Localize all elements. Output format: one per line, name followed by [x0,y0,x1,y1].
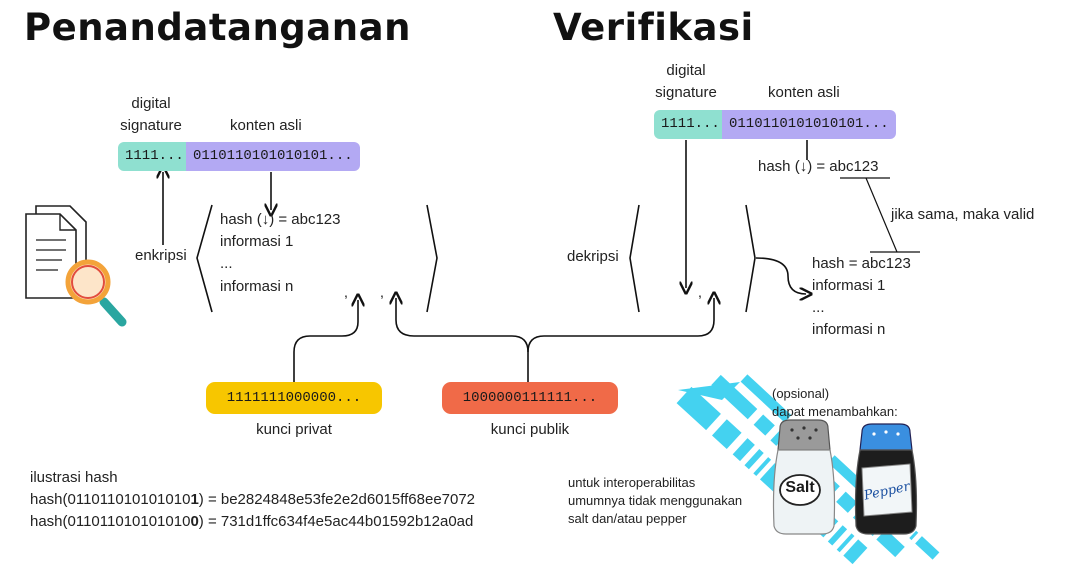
can-add-label: dapat menambahkan: [772,404,898,419]
interop-note-2: umumnya tidak menggunakan [568,493,743,508]
verification-content-pill: 0110110101010101... [722,110,896,139]
signing-content-pill: 0110110101010101... [186,142,360,171]
interop-note-3: salt dan/atau pepper [568,511,687,526]
verification-info-hash: hash = abc123 [812,255,911,272]
verification-content-label: konten asli [768,84,840,101]
private-key-pill: 1111111000000... [206,382,382,414]
interop-note-1: untuk interoperabilitas [568,475,696,490]
verification-info-dots: ... [812,299,825,316]
salt-label: Salt [785,479,815,496]
svg-text:,: , [698,284,702,300]
private-key-arrow [293,300,358,382]
signing-signature-pill: 1111... [118,142,186,171]
signing-left-bracket [196,204,213,313]
decrypt-label: dekripsi [567,248,619,265]
valid-note: jika sama, maka valid [891,206,1035,223]
signing-content-label: konten asli [230,117,302,134]
verification-info-n: informasi n [812,321,886,338]
private-key-label: kunci privat [256,421,332,438]
hash-illustration-title: ilustrasi hash [30,469,118,486]
verification-left-bracket [629,204,640,313]
signing-signature-label: digital signature [120,95,182,134]
verification-hash-line: hash (↓) = abc123 [758,158,879,175]
verification-title: Verifikasi [553,6,754,49]
svg-text:,: , [344,284,348,300]
verification-signature-pill: 1111... [654,110,722,139]
hash-example-2: hash(0110110101010100) = 731d1ffc634f4e5… [30,513,474,530]
optional-label: (opsional) [772,386,830,401]
signing-info-n: informasi n [220,278,294,295]
svg-text:,: , [380,284,384,300]
public-key-pill: 1000000111111... [442,382,618,414]
hash-example-1: hash(0110110101010101) = be2824848e53fe2… [30,491,476,508]
signing-info-1: informasi 1 [220,233,294,250]
public-key-right-arrow [527,298,714,353]
verification-info-1: informasi 1 [812,277,886,294]
encrypt-label: enkripsi [135,247,187,264]
verification-right-bracket [745,204,756,313]
decrypt-output-arrow [755,257,806,294]
signing-info-dots: ... [220,255,233,272]
public-key-label: kunci publik [490,421,570,438]
public-key-left-arrow [396,298,529,382]
signing-title: Penandatanganan [24,6,411,49]
signing-info-hash: hash (↓) = abc123 [220,211,341,228]
verification-signature-label: digital signature [655,62,717,101]
signing-right-bracket [426,204,438,313]
